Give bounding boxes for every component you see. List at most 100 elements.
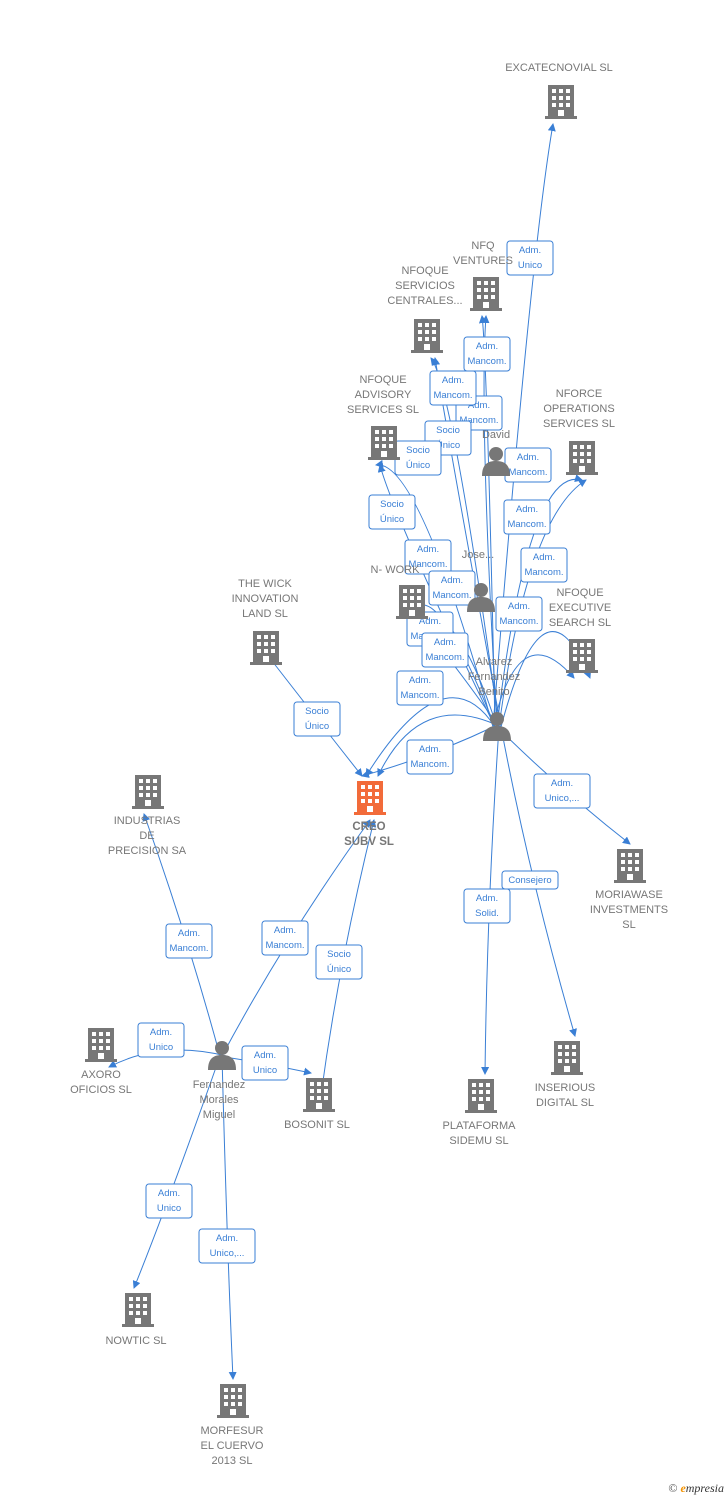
node-label-industrias: INDUSTRIAS <box>114 815 181 827</box>
edge-label-alvarez-to-creo[interactable]: Adm. Mancom. <box>421 632 469 668</box>
edge-alvarez-to-nfoque_advisory <box>375 459 494 728</box>
edge-label-text: Mancom. <box>410 759 449 770</box>
edge-label-text: Adm. <box>419 744 441 755</box>
node-label-industrias: DE <box>139 830 154 842</box>
brand-name: mpresia <box>685 1481 724 1495</box>
edge-label-box <box>421 632 469 668</box>
brand-initial: e <box>680 1481 686 1495</box>
edge-label-text: Mancom. <box>408 559 447 570</box>
edge-label-alvarez-to-nforce[interactable]: Adm. Mancom. <box>503 499 551 535</box>
edge-label-fernandez-to-industrias[interactable]: Adm. Mancom. <box>165 923 213 959</box>
node-label-nfoque_executive: EXECUTIVE <box>549 602 611 614</box>
footer-brand[interactable]: © empresia <box>668 1481 724 1496</box>
edge-label-alvarez-to-nforce[interactable]: Adm.Mancom. <box>504 447 552 483</box>
edge-label-text: Unico <box>149 1042 173 1053</box>
edge-label-fernandez-to-axoro[interactable]: Adm. Unico <box>137 1022 185 1058</box>
building-icon <box>545 85 577 119</box>
building-icon <box>354 781 386 815</box>
node-bosonit[interactable]: BOSONIT SL <box>284 1078 350 1131</box>
node-person_mid[interactable]: Jose... <box>462 549 495 612</box>
node-label-fernandez: Fernandez <box>193 1079 246 1091</box>
node-label-n_work: N- WORK <box>371 564 421 576</box>
edge-label-alvarez-to-excatecnovial[interactable]: Adm.Unico <box>506 240 554 276</box>
edge-label-fernandez-to-nowtic[interactable]: Adm.Unico <box>145 1183 193 1219</box>
edge-label-alvarez-to-plataforma[interactable]: Adm. Solid. <box>463 888 511 924</box>
edge-label-text: Mancom. <box>499 616 538 627</box>
node-label-excatecnovial: EXCATECNOVIAL SL <box>505 62 613 74</box>
edge-label-text: Adm. <box>178 928 200 939</box>
edge-label-text: Único <box>380 514 404 525</box>
edge-label-text: Adm. <box>516 504 538 515</box>
edge-label-text: Socio <box>406 445 430 456</box>
edge-label-alvarez-to-nfoque_executive[interactable]: Adm.Mancom. <box>520 547 568 583</box>
edge-label-text: Solid. <box>475 908 499 919</box>
edge-label-alvarez-to-creo[interactable]: Adm.Mancom. <box>396 670 444 706</box>
edge-label-text: Mancom. <box>169 943 208 954</box>
edge-label-text: Adm. <box>476 893 498 904</box>
edge-label-alvarez-to-nfoque_servicios[interactable]: Adm.Mancom. <box>429 370 477 406</box>
node-excatecnovial[interactable]: EXCATECNOVIAL SL <box>505 62 613 119</box>
node-label-nfoque_advisory: NFOQUE <box>359 374 406 386</box>
edge-label-alvarez-to-inserious[interactable]: Consejero <box>501 870 559 890</box>
edge-label-box <box>503 499 551 535</box>
edge-label-text: Adm. <box>517 452 539 463</box>
node-label-nfoque_executive: NFOQUE <box>556 587 603 599</box>
edge-label-fernandez-to-bosonit[interactable]: Adm.Unico <box>241 1045 289 1081</box>
edge-label-fernandez-to-creo[interactable]: Adm.Mancom. <box>261 920 309 956</box>
edge-label-text: Adm. <box>409 675 431 686</box>
building-icon <box>551 1041 583 1075</box>
edge-label-box <box>165 923 213 959</box>
node-label-inserious: DIGITAL SL <box>536 1097 594 1109</box>
edge-label-box <box>506 240 554 276</box>
edge-label-text: Único <box>406 460 430 471</box>
edge-label-text: Mancom. <box>507 519 546 530</box>
building-icon <box>250 631 282 665</box>
edge-label-alvarez-to-nfq[interactable]: Adm.Mancom. <box>463 336 511 372</box>
edge-label-box <box>429 370 477 406</box>
edge-alvarez-to-creo <box>377 714 502 777</box>
edge-label-alvarez-to-n_work[interactable]: Adm.Mancom. <box>404 539 452 575</box>
edge-label-text: Adm. <box>158 1188 180 1199</box>
edge-label-alvarez-to-nfoque_executive[interactable]: Adm.Mancom. <box>495 596 543 632</box>
building-icon <box>566 639 598 673</box>
nodes-layer: EXCATECNOVIAL SL NFQVENTURESNFOQUESERVICI… <box>70 62 668 1467</box>
building-icon <box>465 1079 497 1113</box>
edge-label-text: Unico <box>253 1065 277 1076</box>
node-nfoque_servicios[interactable]: NFOQUESERVICIOSCENTRALES... <box>387 265 463 353</box>
edge-label-fernandez-to-morfesur[interactable]: Adm.Unico,... <box>198 1228 256 1264</box>
edge-label-text: Mancom. <box>425 652 464 663</box>
edge-label-box <box>241 1045 289 1081</box>
node-label-plataforma: SIDEMU SL <box>449 1135 508 1147</box>
node-david[interactable]: David <box>482 429 510 476</box>
edge-label-text: Adm. <box>442 375 464 386</box>
edge-label-text: Adm. <box>434 637 456 648</box>
edge-label-text: Mancom. <box>265 940 304 951</box>
node-n_work[interactable]: N- WORK <box>371 564 428 619</box>
node-label-morfesur: MORFESUR <box>201 1425 264 1437</box>
edge-label-text: Unico <box>518 260 542 271</box>
edge-label-alvarez-to-creo[interactable]: Adm. Mancom. <box>406 739 454 775</box>
edge-label-alvarez-to-moriawase[interactable]: Adm.Unico,... <box>533 773 591 809</box>
node-nowtic[interactable]: NOWTIC SL <box>105 1293 167 1347</box>
edge-label-alvarez-to-n_work[interactable]: Adm.Mancom. <box>428 570 476 606</box>
copyright-symbol: © <box>668 1481 678 1495</box>
edge-label-text: Adm. <box>150 1027 172 1038</box>
